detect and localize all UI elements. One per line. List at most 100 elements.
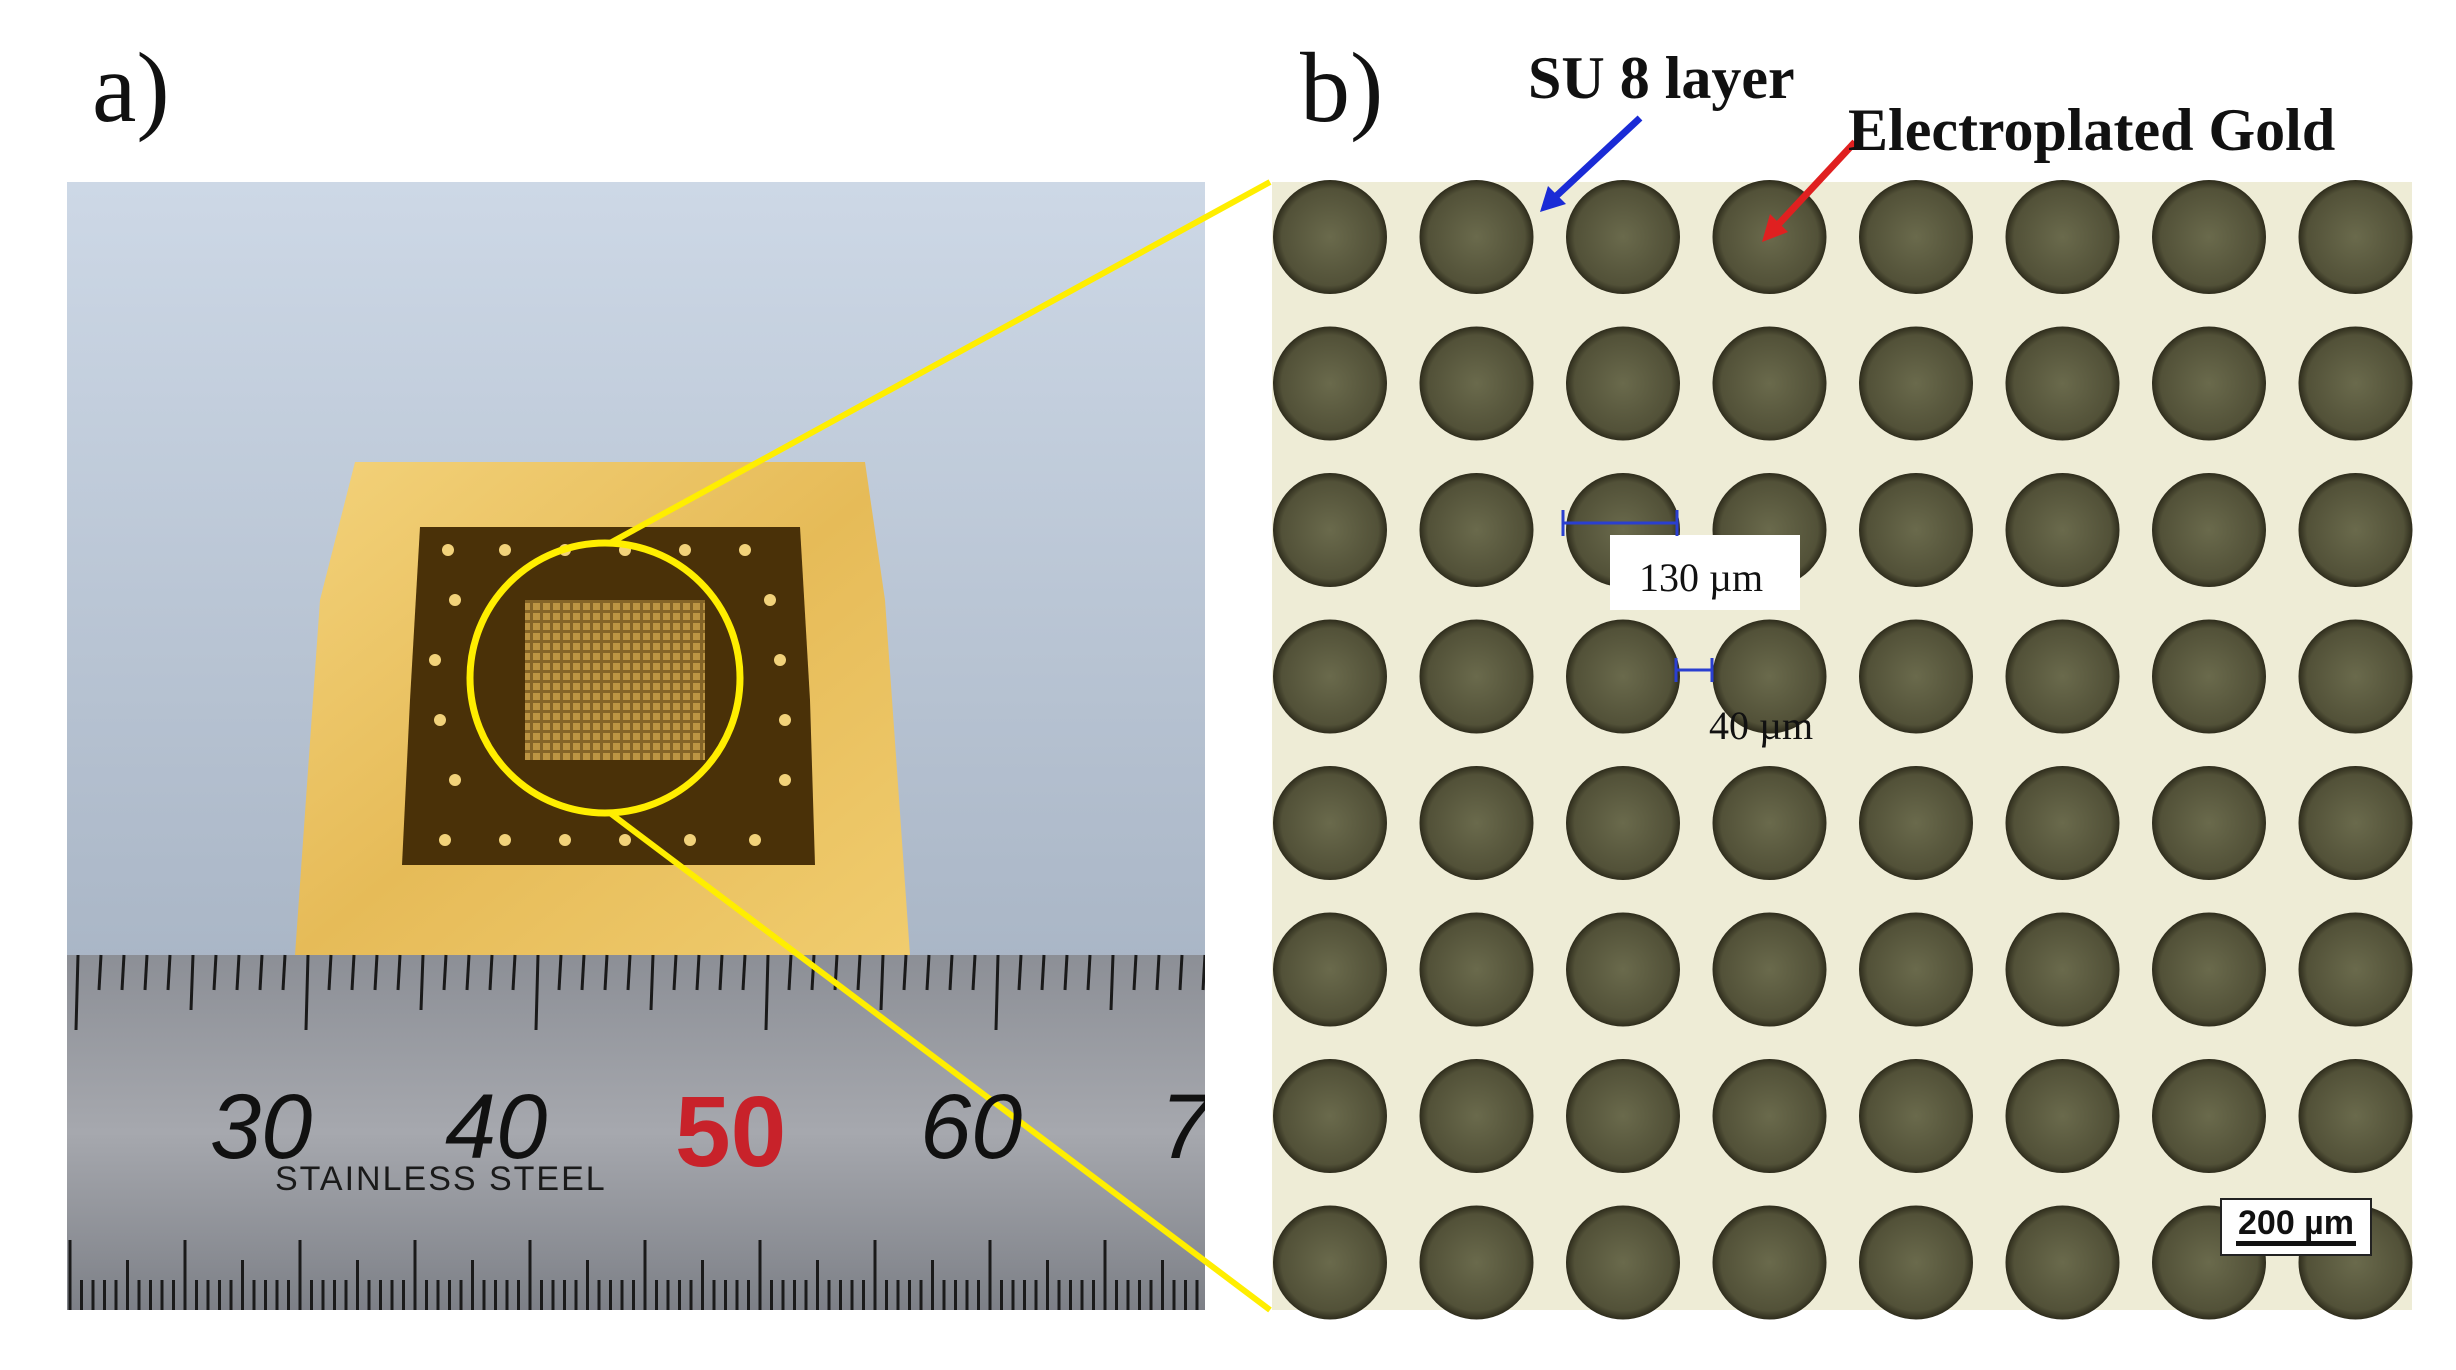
gold-dot: [1419, 1205, 1534, 1320]
ruler-tick: [1201, 954, 1205, 991]
mask-holes: [429, 544, 791, 846]
mask-hole: [439, 834, 451, 846]
gold-dot: [1566, 1205, 1680, 1320]
ruler-tick: [1040, 954, 1046, 991]
ruler-number-50: 50: [675, 1076, 787, 1188]
ruler-tick: [1109, 954, 1115, 1011]
ruler-tick: [557, 954, 563, 991]
ruler-tick: [741, 954, 747, 991]
ruler-tick: [419, 954, 425, 1011]
ruler-tick: [1226, 955, 1228, 1030]
ruler-tick: [166, 954, 172, 991]
gold-dot: [1859, 326, 1973, 441]
ruler-tick: [258, 954, 264, 991]
ruler-tick: [626, 954, 632, 991]
gold-dot: [2005, 326, 2120, 441]
ruler-tick: [580, 954, 586, 991]
gold-dot: [1273, 1059, 1387, 1173]
ruler-tick: [511, 954, 517, 991]
gold-dot: [1273, 1205, 1387, 1320]
gold-dot: [2298, 766, 2413, 880]
panel-label-a: a): [92, 32, 170, 143]
ruler-tick: [603, 954, 609, 991]
ruler-tick: [810, 954, 816, 991]
gold-dot: [2298, 180, 2413, 294]
gold-dot: [2152, 912, 2266, 1027]
gold-dot: [1566, 180, 1680, 294]
gold-dot: [1419, 180, 1534, 294]
ruler-tick: [120, 954, 126, 991]
mask-hole: [429, 654, 441, 666]
gold-dot: [1859, 619, 1973, 734]
gold-dot: [1566, 912, 1680, 1027]
gold-dot: [1273, 473, 1387, 587]
ruler-tick: [189, 954, 195, 1011]
gold-dot: [2005, 1205, 2120, 1320]
ruler-tick: [764, 954, 770, 1031]
gold-dot: [2005, 180, 2120, 294]
mask-hole: [779, 714, 791, 726]
mask-hole: [499, 834, 511, 846]
ruler-tick: [212, 954, 218, 991]
mask-hole: [559, 834, 571, 846]
ruler-tick: [1178, 954, 1184, 991]
ruler-tick: [143, 954, 149, 991]
mask-hole: [449, 594, 461, 606]
scale-bar-label: 200 µm: [2238, 1204, 2354, 1242]
ruler-tick: [925, 954, 931, 991]
ruler-tick: [465, 954, 471, 991]
gold-dot: [1859, 473, 1973, 587]
ruler-tick: [1132, 954, 1138, 991]
scale-bar: 200 µm: [2220, 1198, 2372, 1256]
gold-dot: [2005, 912, 2120, 1027]
mask-hole: [749, 834, 761, 846]
mask-hole: [779, 774, 791, 786]
ruler-tick: [534, 954, 540, 1031]
gold-dot: [1273, 766, 1387, 880]
gold-dot: [1273, 619, 1387, 734]
ruler-number-40: 40: [445, 1076, 548, 1178]
ruler-tick: [787, 954, 793, 991]
gold-dot: [1712, 766, 1827, 880]
gold-dot: [1859, 1205, 1973, 1320]
ruler-tick: [350, 954, 356, 991]
ruler-tick: [327, 954, 333, 991]
gold-dot: [1273, 326, 1387, 441]
mask-hole: [774, 654, 786, 666]
ruler-tick: [879, 954, 885, 1011]
ruler-tick: [442, 954, 448, 991]
mask-hole: [764, 594, 776, 606]
mask-hole: [739, 544, 751, 556]
gold-dot: [1419, 619, 1534, 734]
gold-dot: [1712, 1059, 1827, 1173]
gold-dot: [2005, 1059, 2120, 1173]
ruler-tick: [1086, 954, 1092, 991]
mask-hole: [619, 834, 631, 846]
gold-dot: [1859, 912, 1973, 1027]
ruler-tick: [695, 954, 701, 991]
ruler-tick: [304, 954, 310, 1031]
diameter-label: 130 µm: [1625, 552, 1778, 604]
gold-dot: [1712, 912, 1827, 1027]
ruler-tick: [1063, 954, 1069, 991]
gold-dot: [2152, 473, 2266, 587]
ruler-tick: [718, 954, 724, 991]
gold-dot: [1419, 326, 1534, 441]
ruler-tick: [1249, 955, 1251, 990]
ruler-tick: [74, 954, 80, 1031]
ruler-ticks-bottom: [68, 1240, 1199, 1310]
gold-dot: [2152, 1059, 2266, 1173]
gold-dot: [1566, 326, 1680, 441]
electroplated-gold-label: Electroplated Gold: [1848, 97, 2336, 163]
mask-hole: [442, 544, 454, 556]
scale-bar-line: [2236, 1241, 2356, 1246]
ruler-brand-text: STAINLESS STEEL: [275, 1160, 607, 1198]
gold-dot: [1566, 1059, 1680, 1173]
gold-arrow: [1772, 139, 1858, 231]
gold-dot: [1419, 912, 1534, 1027]
ruler-number-60: 60: [920, 1076, 1023, 1178]
gold-dot: [1712, 326, 1827, 441]
gold-dot: [2152, 619, 2266, 734]
ruler-tick: [948, 954, 954, 991]
